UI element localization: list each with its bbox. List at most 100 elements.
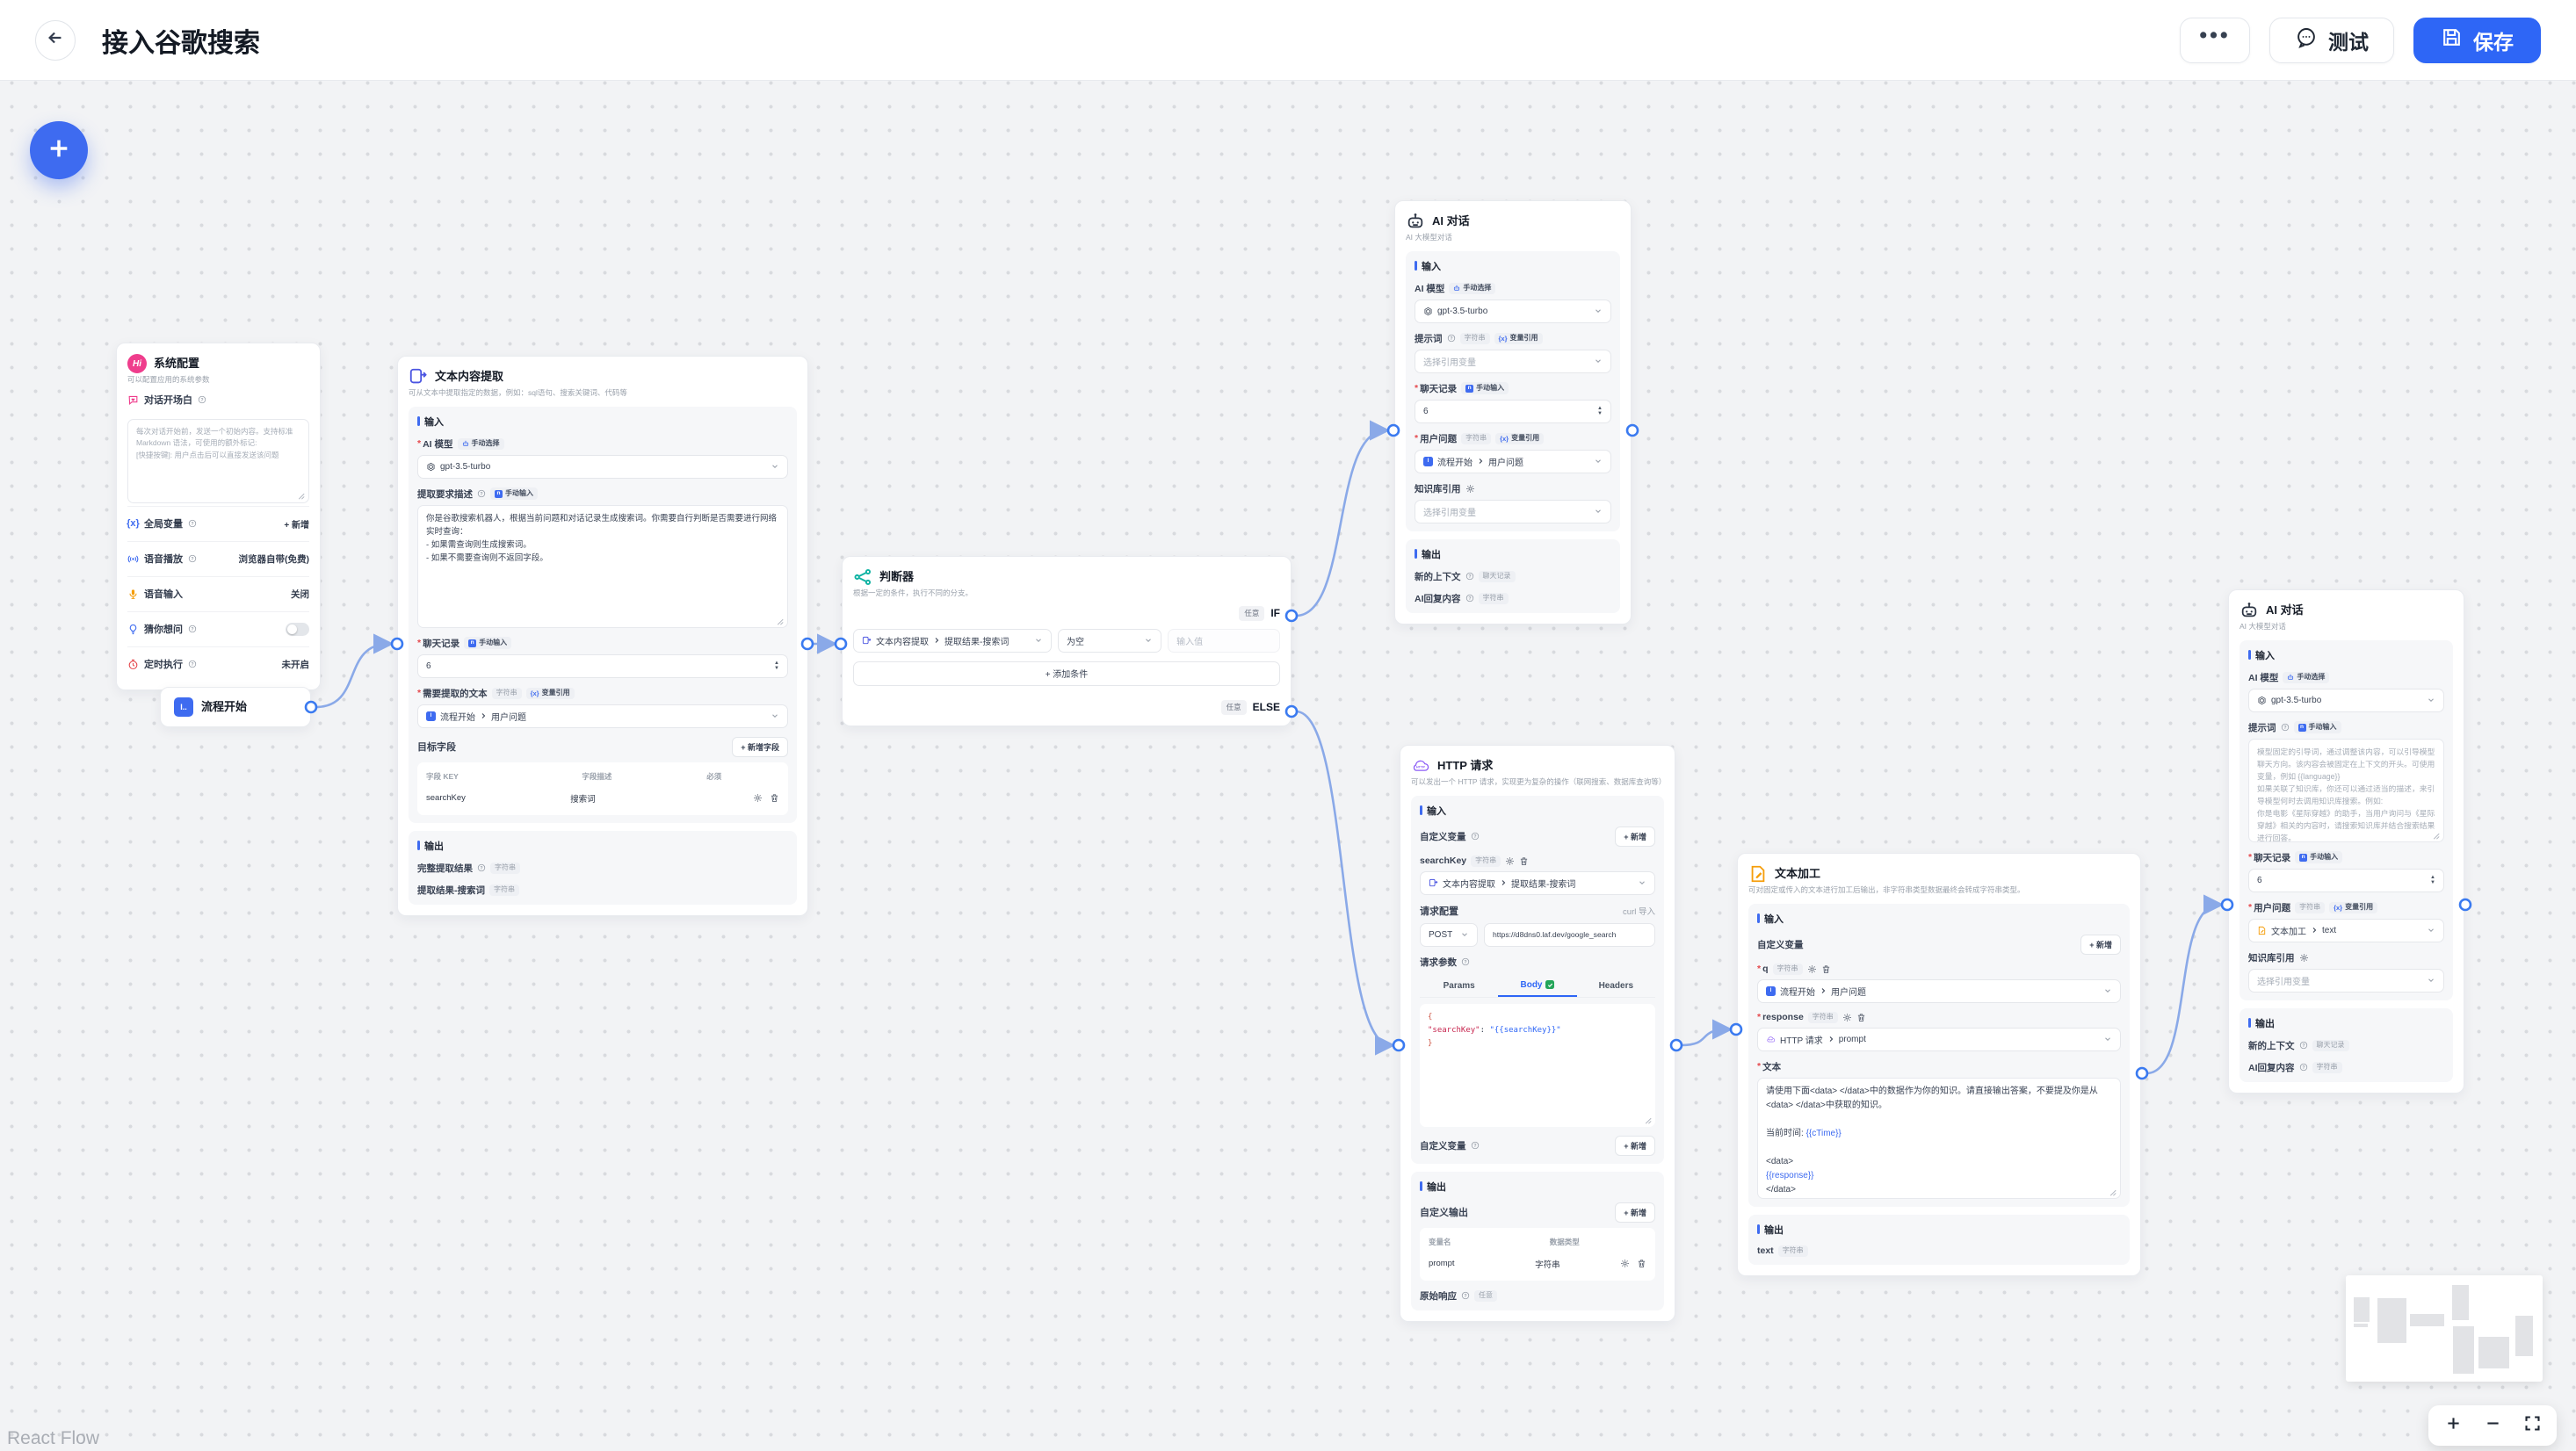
add-button[interactable]: + 新增 bbox=[2080, 934, 2121, 955]
trash-icon[interactable] bbox=[770, 793, 779, 803]
gear-icon[interactable] bbox=[753, 793, 763, 803]
condition-operator-select[interactable]: 为空 bbox=[1058, 628, 1162, 653]
variable-icon: {x} bbox=[530, 689, 539, 697]
toolbar-actions: ••• 测试 保存 bbox=[2180, 17, 2541, 63]
help-icon[interactable]: ? bbox=[198, 395, 206, 404]
node-text-process[interactable]: 文本加工可对固定或传入的文本进行加工后输出，非字符串类型数据最终会转成字符串类型… bbox=[1737, 853, 2141, 1276]
add-button[interactable]: + 新增字段 bbox=[732, 736, 788, 757]
help-icon[interactable]: ? bbox=[477, 489, 486, 498]
add-button[interactable]: + 新增 bbox=[284, 520, 309, 531]
number-stepper[interactable]: ▲▼ bbox=[1597, 405, 1603, 417]
svg-text:?: ? bbox=[2302, 1043, 2305, 1049]
help-icon[interactable]: ? bbox=[1447, 334, 1456, 343]
gear-icon[interactable] bbox=[1505, 856, 1515, 866]
help-icon[interactable]: ? bbox=[1465, 572, 1474, 581]
help-icon[interactable]: ? bbox=[1471, 1141, 1480, 1150]
select-input[interactable]: 选择引用变量 bbox=[1415, 349, 1611, 373]
zoom-out-button[interactable] bbox=[2478, 1411, 2507, 1440]
select-input[interactable]: 选择引用变量 bbox=[1415, 499, 1611, 523]
gear-icon[interactable] bbox=[1807, 964, 1817, 974]
help-icon[interactable]: ? bbox=[477, 863, 486, 872]
gear-icon[interactable] bbox=[2299, 953, 2309, 963]
type-badge: 字符串 bbox=[489, 884, 519, 896]
gear-icon[interactable] bbox=[1620, 1259, 1630, 1268]
help-icon[interactable]: ? bbox=[188, 519, 197, 528]
textarea-input[interactable]: 请使用下面<data> </data>中的数据作为你的知识。请直接输出答案，不要… bbox=[1757, 1077, 2121, 1199]
textarea-input[interactable]: 每次对话开始前，发送一个初始内容。支持标准 Markdown 语法，可使用的额外… bbox=[127, 418, 309, 503]
url-input[interactable]: https://d8dns0.laf.dev/google_search bbox=[1484, 922, 1655, 947]
method-select[interactable]: POST bbox=[1420, 922, 1478, 947]
back-button[interactable] bbox=[35, 19, 76, 61]
select-input[interactable]: gpt-3.5-turbo bbox=[417, 454, 788, 479]
help-icon[interactable]: ? bbox=[188, 624, 197, 633]
select-input[interactable]: 文本内容提取提取结果-搜索词 bbox=[1420, 870, 1655, 895]
type-badge: 手动选择 bbox=[2283, 671, 2330, 683]
number-input[interactable]: 6▲▼ bbox=[417, 653, 788, 678]
select-input[interactable]: gpt-3.5-turbo bbox=[1415, 299, 1611, 323]
gear-icon[interactable] bbox=[1465, 484, 1475, 494]
badge-label: 任意 bbox=[1479, 1291, 1493, 1300]
trash-icon[interactable] bbox=[1821, 964, 1831, 974]
node-flow-start[interactable]: I..流程开始 bbox=[160, 687, 311, 727]
add-button[interactable]: + 新增 bbox=[1615, 1135, 1655, 1156]
badge-label: 字符串 bbox=[1475, 856, 1497, 865]
resize-handle-icon[interactable] bbox=[777, 617, 784, 625]
minimap[interactable] bbox=[2346, 1275, 2543, 1382]
gear-icon[interactable] bbox=[1842, 1013, 1852, 1022]
textarea-input[interactable]: 模型固定的引导词，通过调整该内容，可以引导模型聊天方向。该内容会被固定在上下文的… bbox=[2248, 738, 2444, 842]
help-icon[interactable]: ? bbox=[1465, 594, 1474, 603]
resize-handle-icon[interactable] bbox=[2109, 1188, 2117, 1196]
test-button[interactable]: 测试 bbox=[2269, 17, 2394, 63]
help-icon[interactable]: ? bbox=[2281, 723, 2290, 732]
help-icon[interactable]: ? bbox=[188, 660, 197, 668]
condition-variable-select[interactable]: 文本内容提取提取结果-搜索词 bbox=[853, 628, 1052, 653]
add-button[interactable]: + 新增 bbox=[1615, 826, 1655, 847]
tab-params[interactable]: Params bbox=[1420, 975, 1498, 997]
number-input[interactable]: 6▲▼ bbox=[2248, 868, 2444, 892]
zoom-in-button[interactable] bbox=[2438, 1411, 2468, 1440]
tab-headers[interactable]: Headers bbox=[1577, 975, 1655, 997]
toggle-switch[interactable] bbox=[286, 622, 309, 636]
condition-value-input[interactable]: 输入值 bbox=[1168, 628, 1280, 653]
curl-import-link[interactable]: curl 导入 bbox=[1623, 906, 1655, 917]
fit-view-button[interactable] bbox=[2517, 1411, 2547, 1440]
help-icon[interactable]: ? bbox=[2299, 1063, 2308, 1072]
help-icon[interactable]: ? bbox=[1471, 832, 1480, 841]
code-editor[interactable]: { "searchKey": "{{searchKey}}"} bbox=[1420, 1003, 1655, 1127]
help-icon[interactable]: ? bbox=[1461, 957, 1470, 966]
add-button[interactable]: + 新增 bbox=[1615, 1202, 1655, 1223]
help-icon[interactable]: ? bbox=[1461, 1291, 1470, 1300]
help-icon[interactable]: ? bbox=[188, 554, 197, 563]
resize-handle-icon[interactable] bbox=[2433, 831, 2440, 840]
textarea-input[interactable]: 你是谷歌搜索机器人，根据当前问题和对话记录生成搜索词。你需要自行判断是否需要进行… bbox=[417, 504, 788, 628]
trash-icon[interactable] bbox=[1856, 1013, 1866, 1022]
add-condition-button[interactable]: + 添加条件 bbox=[853, 661, 1280, 686]
more-button[interactable]: ••• bbox=[2180, 17, 2250, 63]
number-input[interactable]: 6▲▼ bbox=[1415, 399, 1611, 423]
number-stepper[interactable]: ▲▼ bbox=[2430, 874, 2435, 886]
select-input[interactable]: gpt-3.5-turbo bbox=[2248, 688, 2444, 712]
select-input[interactable]: 选择引用变量 bbox=[2248, 968, 2444, 993]
trash-icon[interactable] bbox=[1637, 1259, 1646, 1268]
select-value: 流程开始 bbox=[1780, 987, 1815, 998]
number-stepper[interactable]: ▲▼ bbox=[774, 660, 779, 672]
trash-icon[interactable] bbox=[1519, 856, 1529, 866]
node-text-extract[interactable]: 文本内容提取可从文本中提取指定的数据，例如：sql语句、搜索关键词、代码等输入*… bbox=[397, 356, 808, 916]
resize-handle-icon[interactable] bbox=[1645, 1116, 1652, 1124]
resize-handle-icon[interactable] bbox=[298, 492, 305, 500]
save-button[interactable]: 保存 bbox=[2413, 17, 2541, 63]
add-node-button[interactable] bbox=[30, 121, 88, 179]
tab-body[interactable]: Body bbox=[1498, 975, 1577, 997]
help-icon[interactable]: ? bbox=[2299, 1041, 2308, 1050]
